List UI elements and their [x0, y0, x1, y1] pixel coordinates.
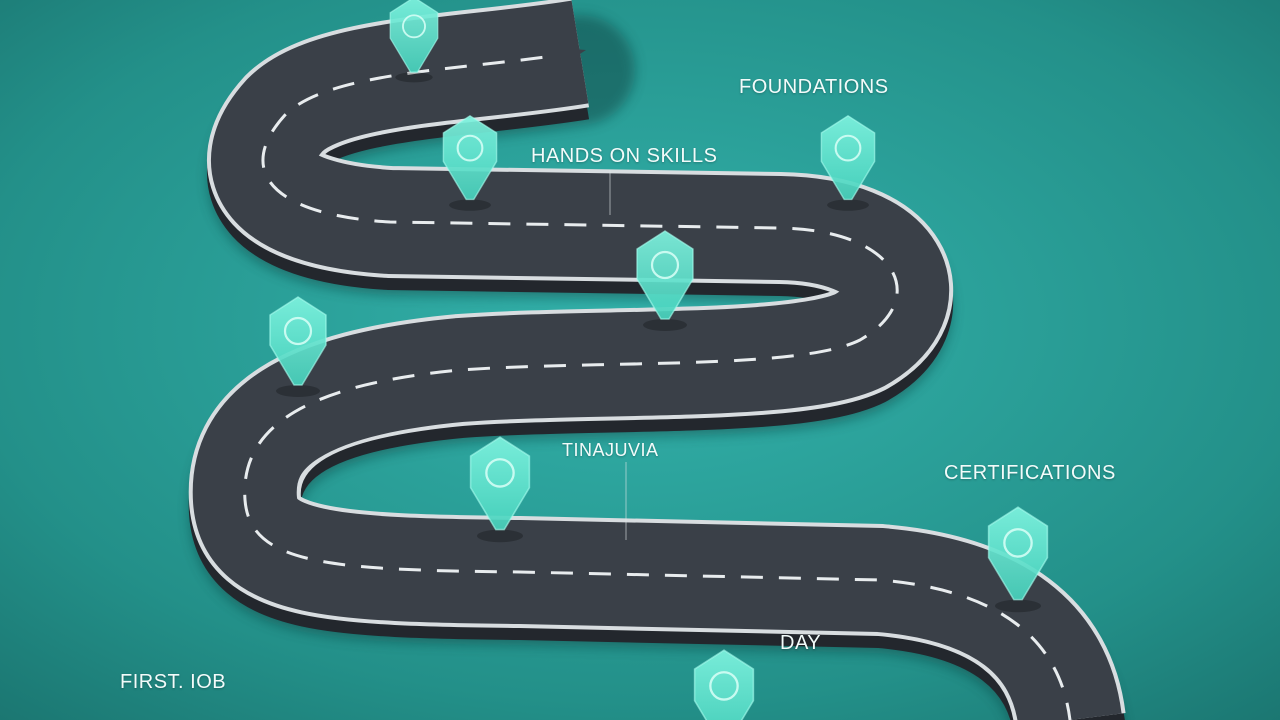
road-center-line: [243, 50, 1072, 720]
milestone-label-day: DAY: [780, 632, 822, 654]
milestone-label-hands-on-skills: HANDS ON SKILLS: [531, 145, 718, 167]
milestone-label-certifications: CERTIFICATIONS: [944, 462, 1116, 484]
milestone-label-foundations: FOUNDATIONS: [739, 76, 889, 98]
milestone-label-tinajuvia: TINAJUVIA: [562, 440, 659, 460]
milestone-label-first-job: FIRST. IOB: [120, 671, 227, 693]
road-start-tip: [540, 48, 586, 80]
